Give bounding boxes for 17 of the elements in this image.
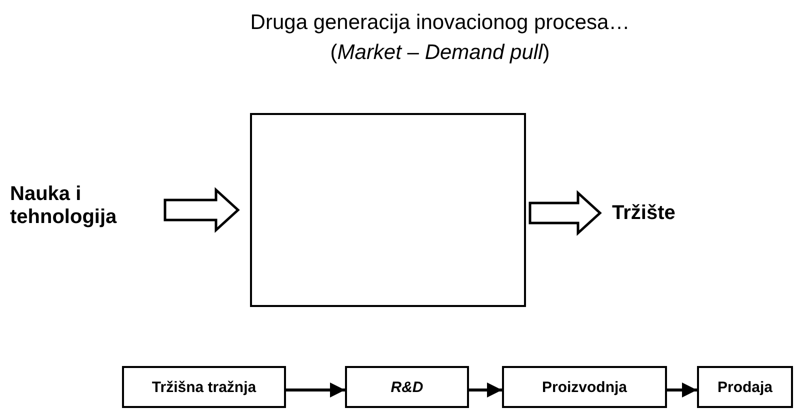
process-box xyxy=(502,366,667,408)
block-arrow xyxy=(528,190,602,236)
title: Druga generacija inovacionog procesa… (Market – Demand pull) xyxy=(250,10,630,66)
box-label: Tržišna tražnja xyxy=(152,378,256,396)
process-box xyxy=(250,113,526,307)
box-label: R&D xyxy=(390,378,424,396)
arrow xyxy=(286,382,345,398)
box-label: Prodaja xyxy=(717,378,773,396)
process-box xyxy=(345,366,469,408)
process-box xyxy=(122,366,286,408)
node-label: Nauka i tehnologija xyxy=(10,183,118,229)
block-arrow xyxy=(164,187,240,233)
process-box xyxy=(697,366,793,408)
box-label: Proizvodnja xyxy=(542,378,627,396)
arrow xyxy=(469,382,502,398)
arrow xyxy=(667,382,697,398)
node-label: Tržište xyxy=(612,202,676,224)
